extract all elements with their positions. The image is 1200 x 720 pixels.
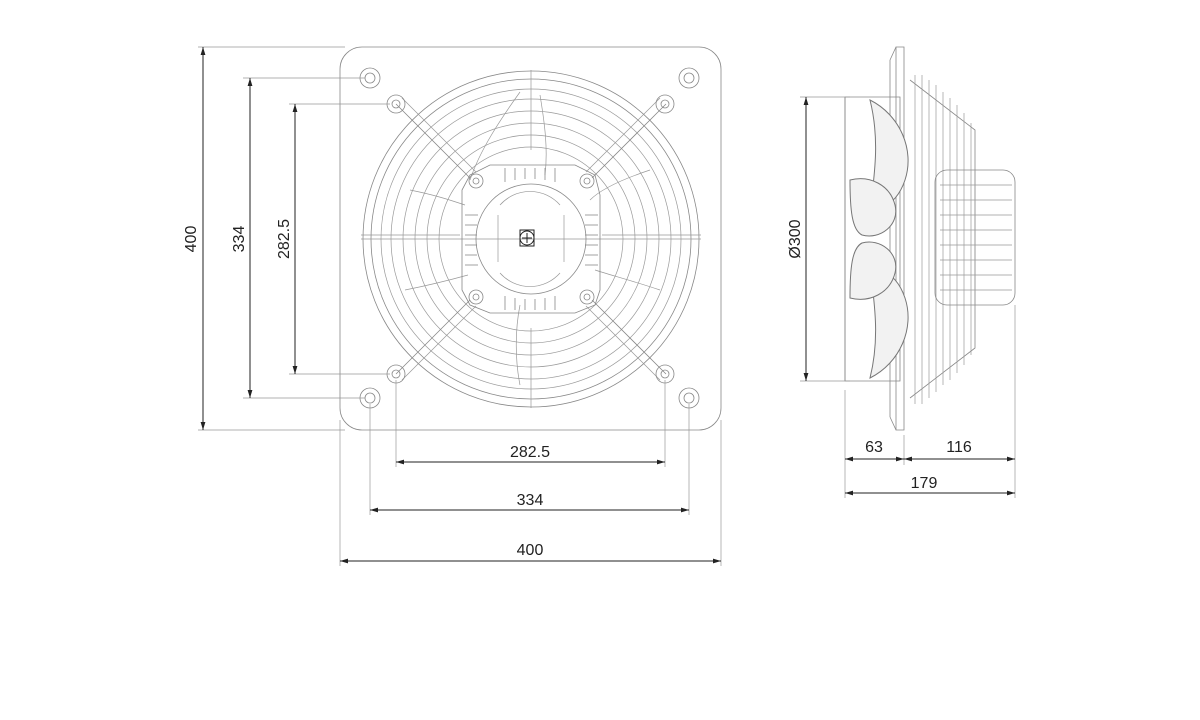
front-extension-lines <box>198 46 722 566</box>
dim-label-depth-front: 63 <box>865 439 883 456</box>
dim-label-depth-rear: 116 <box>946 439 972 456</box>
dim-label-diameter: Ø300 <box>787 219 804 258</box>
motor-hub <box>475 183 587 295</box>
guard-spokes <box>361 70 701 408</box>
side-blades <box>849 99 909 379</box>
mounting-plate <box>339 46 722 431</box>
motor-bracket <box>461 164 601 314</box>
dim-label-height-hole-outer: 334 <box>231 226 248 253</box>
dim-label-height-hole-inner: 282.5 <box>276 219 293 259</box>
manufacturer-logo-icon <box>519 229 535 247</box>
dim-label-height-overall: 400 <box>183 226 200 253</box>
side-guard <box>909 75 976 404</box>
fan-blades <box>404 91 661 386</box>
dim-label-width-hole-inner: 282.5 <box>510 444 550 461</box>
side-view: Ø300 63 116 179 <box>787 46 1016 498</box>
side-motor <box>934 169 1016 306</box>
motor-fins <box>465 168 598 310</box>
front-view: 400 334 282.5 282.5 334 400 <box>183 46 722 566</box>
dim-label-depth-total: 179 <box>911 475 938 492</box>
dim-label-width-hole-outer: 334 <box>517 492 544 509</box>
dim-label-width-overall: 400 <box>517 542 544 559</box>
